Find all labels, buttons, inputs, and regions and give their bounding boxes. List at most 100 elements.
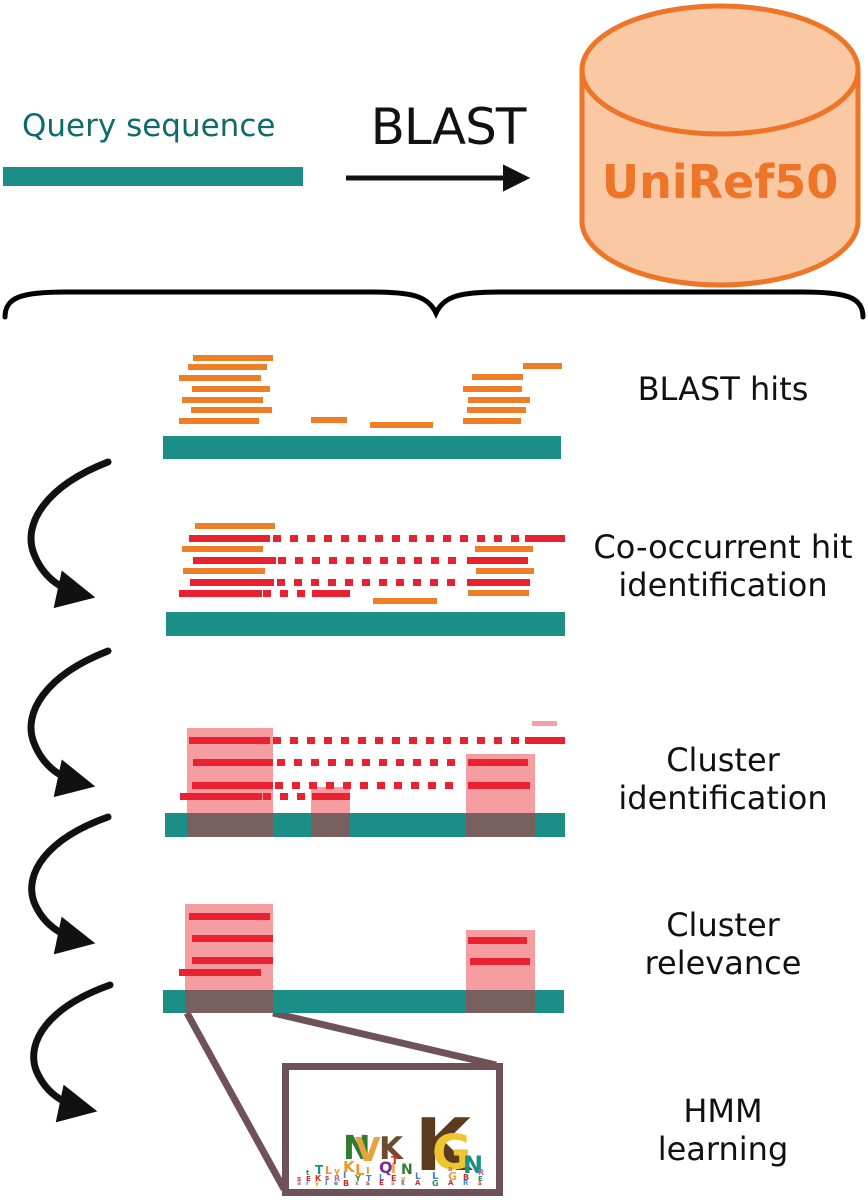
hit-bar: [467, 579, 530, 586]
hit-bar: [192, 782, 273, 789]
logo-letter: G: [432, 1178, 439, 1188]
logo-letter: G: [448, 1169, 458, 1183]
logo-letter: K: [415, 1102, 471, 1187]
logo-letter: I: [343, 1171, 347, 1182]
logo-letter: y: [334, 1166, 340, 1177]
logo-letter: E: [391, 1173, 397, 1183]
hit-bar: [192, 957, 273, 964]
logo-letter: K: [315, 1173, 322, 1183]
logo-letter: x: [355, 1180, 359, 1188]
step-label-hmm-learning: HMM learning: [577, 1092, 868, 1168]
logo-letter: R: [463, 1179, 469, 1188]
step-label-cluster-relevance: Cluster relevance: [577, 906, 868, 982]
step-label-line: learning: [657, 1130, 789, 1168]
hit-bar: [189, 737, 270, 744]
logo-letter: G: [432, 1125, 472, 1182]
hit-bar: [525, 535, 565, 542]
hit-bar: [182, 397, 263, 403]
step-label-line: identification: [618, 566, 828, 604]
co-occurrence-link: [277, 579, 460, 586]
hit-bar: [370, 422, 433, 428]
logo-letter: Y: [355, 1173, 361, 1183]
step-label-blast-hits: BLAST hits: [577, 370, 868, 408]
logo-letter: E: [478, 1174, 483, 1183]
query-sequence-bar: [3, 167, 303, 186]
hit-bar: [468, 759, 528, 766]
co-occurrence-link: [277, 759, 460, 766]
hmm-logo-box: [282, 1063, 503, 1196]
logo-letter: k: [401, 1180, 405, 1188]
query-bar: [166, 612, 565, 636]
step-label-line: identification: [618, 779, 828, 817]
query-bar: [163, 990, 564, 1013]
hit-bar: [192, 386, 270, 392]
hit-bar: [193, 557, 276, 564]
logo-letter: B: [463, 1173, 470, 1182]
hit-bar: [312, 793, 350, 800]
logo-letter: Q: [379, 1158, 393, 1178]
logo-letter: A: [415, 1179, 421, 1188]
hit-bar: [192, 935, 273, 942]
hit-bar: [463, 418, 521, 424]
co-occurrence-link: [275, 782, 460, 789]
hit-bar: [472, 374, 523, 380]
hit-bar: [179, 590, 262, 597]
logo-letter: E: [379, 1179, 384, 1188]
hit-bar: [467, 407, 526, 413]
hit-bar: [468, 782, 530, 789]
logo-letter: I: [391, 1162, 396, 1178]
logo-letter: I: [366, 1165, 370, 1177]
logo-letter: T: [366, 1173, 372, 1183]
hit-bar: [191, 407, 272, 413]
hit-bar: [189, 535, 270, 542]
logo-letter: y: [315, 1180, 319, 1188]
logo-letter: T: [315, 1163, 324, 1178]
query-sequence-label: Query sequence: [22, 108, 276, 144]
hit-bar: [180, 793, 262, 800]
query-bar: [163, 436, 561, 459]
hit-bar: [179, 969, 261, 976]
hit-bar: [189, 913, 270, 920]
logo-letter: N: [343, 1128, 371, 1167]
step-label-cluster-identification: Cluster identification: [577, 741, 868, 817]
hit-bar: [476, 568, 534, 574]
logo-letter: L: [325, 1164, 333, 1177]
logo-letter: V: [355, 1130, 381, 1170]
logo-letter: R: [478, 1168, 485, 1178]
logo-letter: A: [448, 1179, 454, 1188]
step-label-co-occurrent: Co-occurrent hit identification: [577, 528, 868, 604]
hit-bar: [190, 579, 274, 586]
co-occurrence-link: [278, 557, 465, 564]
co-occurrence-link: [273, 535, 523, 542]
logo-letter: N: [401, 1162, 413, 1179]
hit-bar: [195, 523, 275, 529]
step-label-line: relevance: [644, 944, 802, 982]
hit-bar: [467, 557, 528, 564]
database-label: UniRef50: [601, 155, 839, 209]
logo-letter: s: [325, 1173, 330, 1182]
hit-bar: [193, 759, 273, 766]
logo-letter: s: [297, 1174, 302, 1183]
hit-bar: [525, 737, 565, 744]
logo-letter: E: [306, 1174, 311, 1183]
logo-letter: R: [334, 1173, 341, 1183]
logo-letter: y: [401, 1174, 406, 1183]
logo-letter: L: [355, 1160, 365, 1179]
hit-bar: [468, 937, 527, 944]
logo-letter: s: [391, 1180, 395, 1188]
hit-bar: [373, 598, 437, 604]
blast-label: BLAST: [370, 98, 527, 156]
logo-letter: L: [432, 1170, 439, 1182]
logo-letter: a: [448, 1165, 453, 1173]
hit-bar: [532, 721, 557, 726]
hit-bar: [311, 417, 347, 423]
logo-letter: s: [478, 1180, 482, 1188]
hit-bar: [468, 590, 529, 596]
logo-letter: L: [379, 1173, 385, 1182]
co-occurrence-link: [263, 793, 310, 800]
query-bar: [165, 813, 565, 837]
logo-letter: e: [334, 1180, 339, 1188]
step-label-line: HMM: [683, 1092, 763, 1130]
